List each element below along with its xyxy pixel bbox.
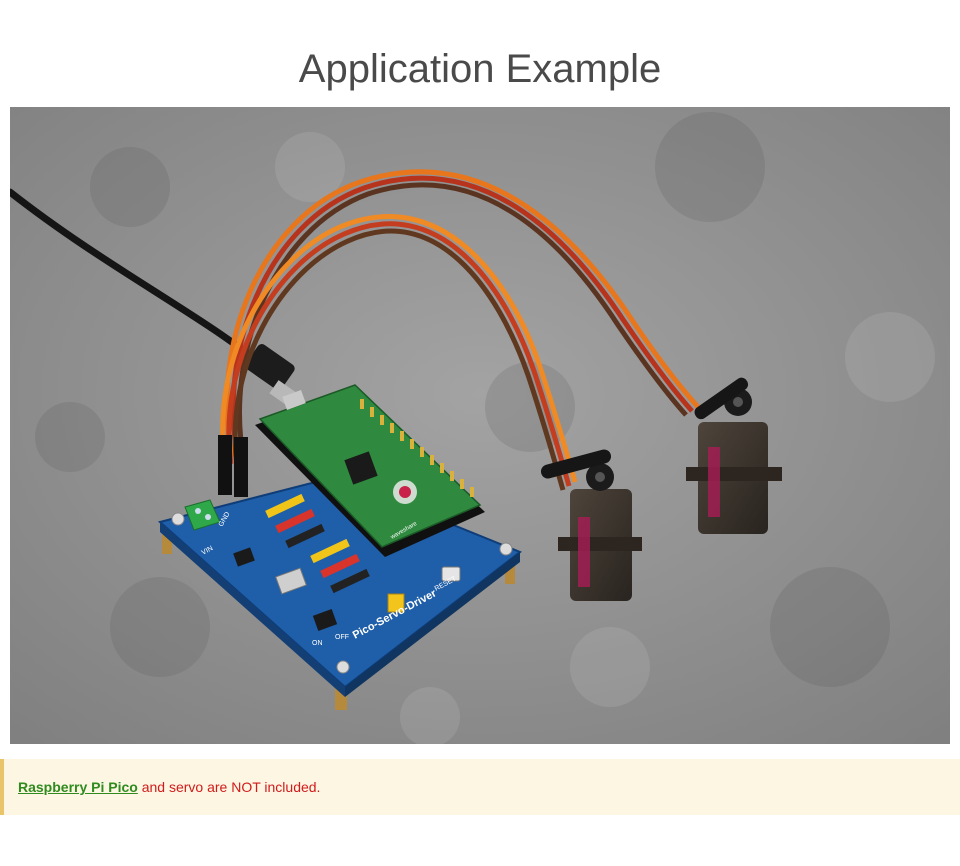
vin-label: VIN: [201, 545, 215, 557]
servo-back: [686, 377, 782, 534]
page-title: Application Example: [298, 47, 662, 91]
notice-banner: Raspberry Pi Pico and servo are NOT incl…: [0, 759, 960, 815]
product-photo: Pico-Servo-Driver RESET ON OFF VIN GND w…: [10, 107, 950, 744]
raspberry-pi-pico-link[interactable]: Raspberry Pi Pico: [18, 779, 138, 795]
product-illustration: Pico-Servo-Driver RESET ON OFF VIN GND w…: [10, 107, 950, 744]
notice-text: and servo are NOT included.: [137, 779, 321, 795]
off-label: OFF: [335, 634, 349, 641]
on-label: ON: [312, 640, 323, 647]
servo-front: [540, 449, 642, 601]
pico-board: waveshare: [255, 384, 485, 557]
